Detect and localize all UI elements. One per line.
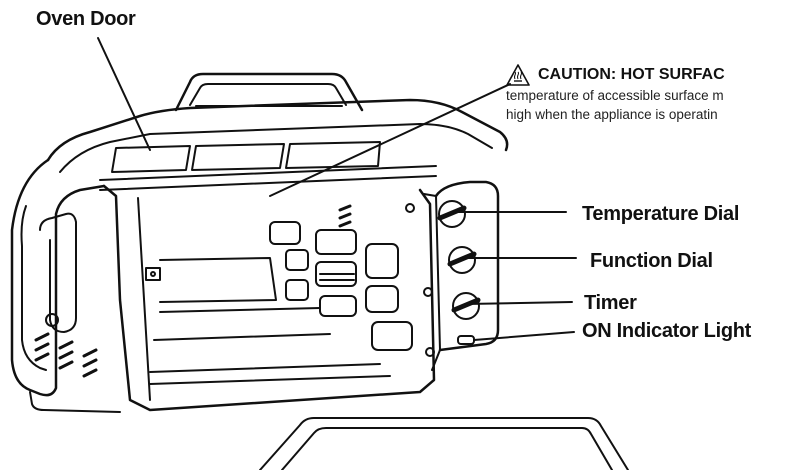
leader-timer [465, 301, 573, 305]
leader-on-light [473, 331, 575, 341]
function-dial-label: Function Dial [590, 250, 713, 272]
caution-line-2: high when the appliance is operatin [506, 107, 718, 122]
oven-door-label: Oven Door [36, 8, 136, 30]
tray-outline [259, 417, 629, 471]
timer-knob [452, 292, 480, 320]
hot-surface-warning-icon [506, 64, 530, 86]
indicator-light [457, 335, 475, 345]
caution-line-1: temperature of accessible surface m [506, 88, 724, 103]
timer-label: Timer [584, 292, 637, 314]
temperature-knob [438, 200, 466, 228]
control-panel [423, 180, 500, 371]
leader-oven-door [97, 37, 151, 151]
leader-lines [97, 37, 577, 341]
function-knob [448, 246, 476, 274]
oven-top [46, 98, 509, 191]
caution-title: CAUTION: HOT SURFAC [538, 66, 725, 83]
caution-title-row: CAUTION: HOT SURFAC [506, 64, 789, 86]
leader-caution [269, 83, 511, 197]
on-indicator-light-label: ON Indicator Light [582, 320, 752, 342]
oven-cavity [102, 184, 436, 412]
temperature-dial-label: Temperature Dial [582, 203, 740, 225]
left-side [10, 158, 121, 413]
caution-notice: CAUTION: HOT SURFAC temperature of acces… [506, 64, 789, 124]
